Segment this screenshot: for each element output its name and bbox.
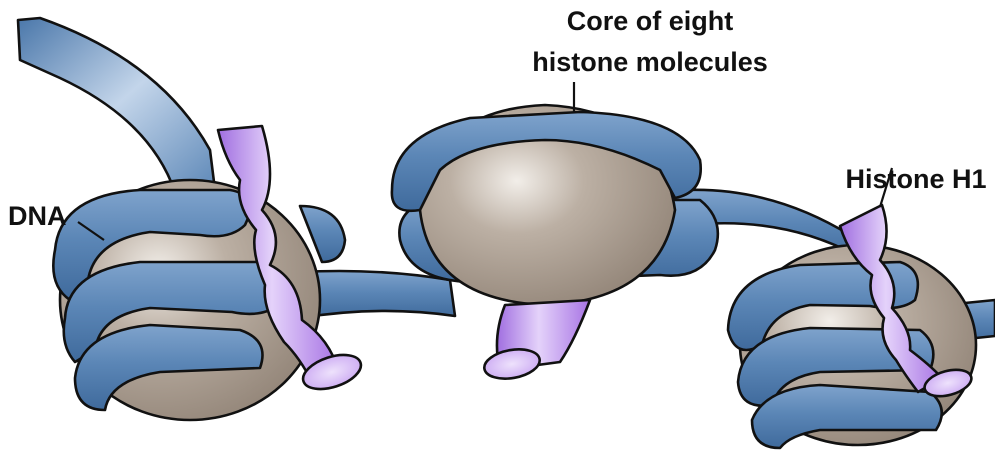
nucleosome-middle: [392, 105, 718, 305]
linker-dna-tail: [18, 18, 215, 192]
linker-dna-left: [300, 271, 455, 318]
histone-h1-middle: [482, 300, 590, 383]
nucleosome-right: [728, 245, 976, 448]
label-core-line1: Core of eight: [567, 6, 734, 36]
label-histone-h1: Histone H1: [845, 164, 986, 194]
label-dna: DNA: [8, 201, 67, 231]
nucleosome-left: [53, 180, 345, 420]
label-core-line2: histone molecules: [532, 47, 768, 77]
